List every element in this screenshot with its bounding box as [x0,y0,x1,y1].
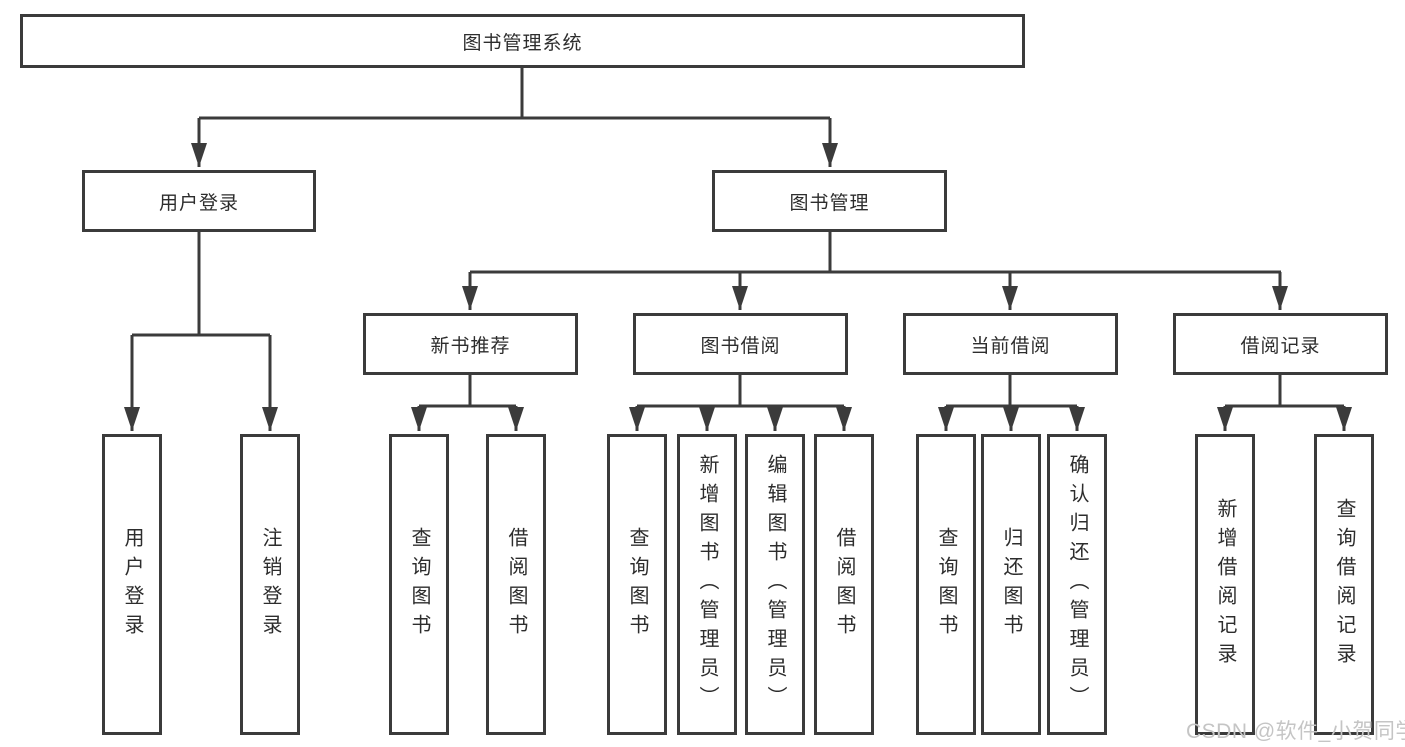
node-leaf-borrow-books-recommend: 借阅图书 [486,434,546,735]
node-leaf-add-books-admin: 新增图书（管理员） [677,434,737,735]
leaf-label: 确认归还（管理员） [1066,454,1088,715]
leaf-label: 归还图书 [1000,526,1022,643]
node-leaf-user-login: 用户登录 [102,434,162,735]
node-leaf-logout-login: 注销登录 [240,434,300,735]
node-leaf-query-borrow-record: 查询借阅记录 [1314,434,1374,735]
node-leaf-query-books-current: 查询图书 [916,434,976,735]
node-leaf-edit-books-admin: 编辑图书（管理员） [745,434,805,735]
node-book-management: 图书管理 [712,170,947,232]
leaf-label: 查询借阅记录 [1333,497,1355,672]
watermark: CSDN @软件_小贺同学 [1186,720,1405,743]
node-leaf-query-books-borrow: 查询图书 [607,434,667,735]
leaf-label: 注销登录 [259,526,281,643]
leaf-label: 查询图书 [626,526,648,643]
node-leaf-borrow-books: 借阅图书 [814,434,874,735]
node-book-borrow: 图书借阅 [633,313,848,375]
node-borrow-records: 借阅记录 [1173,313,1388,375]
node-new-book-recommend: 新书推荐 [363,313,578,375]
node-leaf-add-borrow-record: 新增借阅记录 [1195,434,1255,735]
leaf-label: 新增图书（管理员） [696,454,718,715]
leaf-label: 借阅图书 [505,526,527,643]
node-current-borrow: 当前借阅 [903,313,1118,375]
node-root: 图书管理系统 [20,14,1025,68]
leaf-label: 新增借阅记录 [1214,497,1236,672]
leaf-label: 编辑图书（管理员） [764,454,786,715]
node-user-login: 用户登录 [82,170,316,232]
node-leaf-confirm-return-admin: 确认归还（管理员） [1047,434,1107,735]
leaf-label: 借阅图书 [833,526,855,643]
leaf-label: 查询图书 [408,526,430,643]
node-leaf-query-books-recommend: 查询图书 [389,434,449,735]
leaf-label: 用户登录 [121,526,143,643]
leaf-label: 查询图书 [935,526,957,643]
node-leaf-return-books: 归还图书 [981,434,1041,735]
